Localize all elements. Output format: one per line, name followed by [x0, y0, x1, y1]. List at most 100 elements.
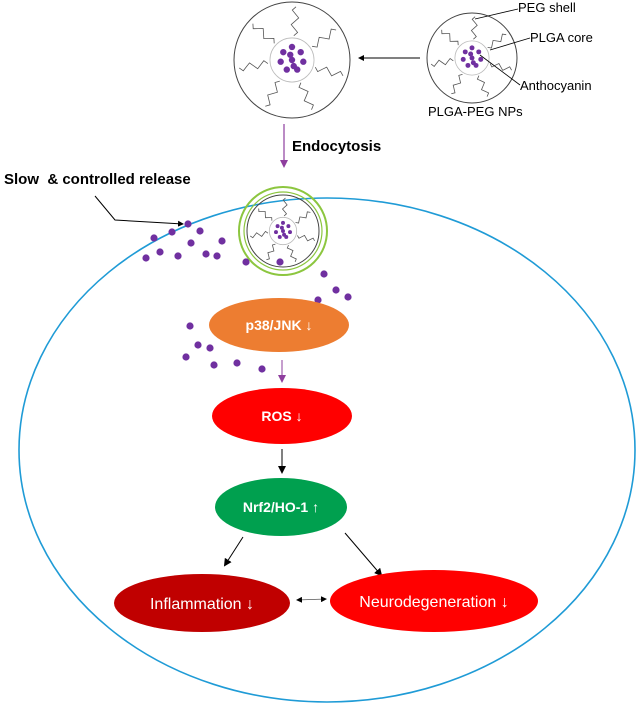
nrf2-to-neuro-arrow [344, 532, 383, 577]
released-dot [156, 248, 164, 256]
ros-node [212, 388, 352, 444]
np-cell-peg-chain [266, 243, 276, 261]
np-left-anthocyanin-dot [288, 43, 296, 51]
released-dot [174, 252, 182, 260]
np-left-peg-chain [265, 80, 280, 107]
peg-shell-pointer [474, 8, 519, 20]
np-right-anthocyanin-dot [465, 62, 471, 68]
released-dot [186, 322, 194, 330]
np-cell-anthocyanin-dot [281, 220, 285, 225]
released-dot [142, 254, 150, 262]
np-cell-core [268, 216, 298, 246]
plga-core-label: PLGA core [530, 30, 593, 45]
np-left-anthocyanin-dot [288, 56, 296, 64]
np-right-peg-chain [441, 29, 459, 46]
released-dot [168, 228, 176, 236]
inflammation-node-label: Inflammation ↓ [150, 596, 254, 613]
p38-node-label: p38/JNK ↓ [246, 317, 313, 333]
np-left-anthocyanin-dot [300, 58, 307, 65]
released-dot [218, 237, 226, 245]
np-left-peg-chain [298, 82, 314, 110]
np-left-anthocyanin-dot [290, 62, 297, 70]
np-cell-anthocyanin-dot [275, 224, 280, 229]
released-dot [187, 239, 195, 247]
np-left-anthocyanin-dot [277, 58, 284, 65]
np-right-anthocyanin-dot [468, 51, 474, 57]
np-cell-anthocyanin-dot [279, 225, 284, 230]
released-anthocyanin-dots [142, 220, 352, 373]
np-left-peg-chain [290, 6, 300, 37]
nrf2-node-label: Nrf2/HO-1 ↑ [243, 499, 319, 515]
np-left-anthocyanin-dot [283, 66, 290, 73]
np-right-anthocyanin-dot [469, 45, 475, 51]
np-right-anthocyanin-dot [462, 49, 468, 55]
released-dot [213, 252, 221, 260]
np-cell-shell [246, 194, 320, 268]
np-cell-anthocyanin-dot [277, 234, 282, 239]
np-right-peg-chain [476, 75, 490, 97]
np-left-peg-chain [252, 23, 275, 44]
nanoparticle-in-endosome [246, 194, 320, 268]
np-cell-anthocyanin-dot [274, 230, 278, 235]
released-dot [276, 258, 284, 266]
nps-label: PLGA-PEG NPs [428, 104, 523, 119]
released-dot [150, 234, 158, 242]
np-left-peg-chain [238, 60, 269, 72]
np-right-peg-chain [451, 74, 463, 95]
nrf2-node [215, 478, 347, 536]
released-dot [344, 293, 352, 301]
released-dot [210, 361, 218, 369]
np-cell-peg-chain [258, 208, 273, 221]
np-right-anthocyanin-dot [460, 56, 466, 62]
anthocyanin-pointer [479, 54, 521, 86]
np-cell-anthocyanin-dot [282, 232, 287, 237]
released-dot [233, 359, 241, 367]
np-left-anthocyanin-dot [297, 48, 304, 56]
p38-node [209, 298, 349, 352]
np-cell-peg-chain [295, 211, 311, 224]
peg-shell-label: PEG shell [518, 0, 576, 15]
np-cell-anthocyanin-dot [281, 229, 285, 233]
np-right-peg-chain [430, 57, 454, 67]
released-dot [202, 250, 210, 258]
released-dot [332, 286, 340, 294]
np-right-core [454, 40, 490, 76]
np-right-peg-chain [470, 16, 478, 40]
np-cell-peg-chain [286, 244, 297, 262]
released-dot [242, 258, 250, 266]
nanoparticle-right [426, 12, 518, 104]
np-right-anthocyanin-dot [476, 49, 482, 55]
np-right-peg-chain [487, 33, 507, 49]
release-label: Slow & controlled release [4, 171, 191, 188]
release-pointer [94, 195, 184, 227]
released-dot [182, 353, 190, 361]
nrf2-to-inflammation-arrow [223, 536, 244, 567]
released-dot [206, 344, 214, 352]
np-cell-peg-chain [249, 230, 269, 239]
np-right-shell [426, 12, 518, 104]
anthocyanin-label: Anthocyanin [520, 78, 592, 93]
np-cell-anthocyanin-dot [288, 230, 292, 235]
neuro-node [330, 570, 538, 632]
inflammation-neuro-link [296, 596, 327, 603]
nanoparticle-left [233, 1, 351, 119]
np-left-peg-chain [312, 28, 337, 48]
ros-node-label: ROS ↓ [261, 408, 302, 424]
endosome-inner-ring [243, 191, 323, 271]
np-right-anthocyanin-dot [478, 56, 484, 62]
plga-core-pointer [489, 37, 531, 51]
np-left-shell [233, 1, 351, 119]
np-left-anthocyanin-dot [280, 48, 287, 56]
neuro-node-label: Neurodegeneration ↓ [359, 594, 508, 611]
np-left-peg-chain [314, 66, 344, 77]
released-dot [320, 270, 328, 278]
released-dot [258, 365, 266, 373]
np-cell-anthocyanin-dot [286, 224, 291, 229]
np-cell-peg-chain [281, 197, 288, 217]
np-left-core [269, 37, 315, 83]
np-left-anthocyanin-dot [287, 51, 294, 58]
np-right-peg-chain [489, 62, 512, 71]
released-dot [196, 227, 204, 235]
endosome-outer-ring [238, 186, 328, 276]
